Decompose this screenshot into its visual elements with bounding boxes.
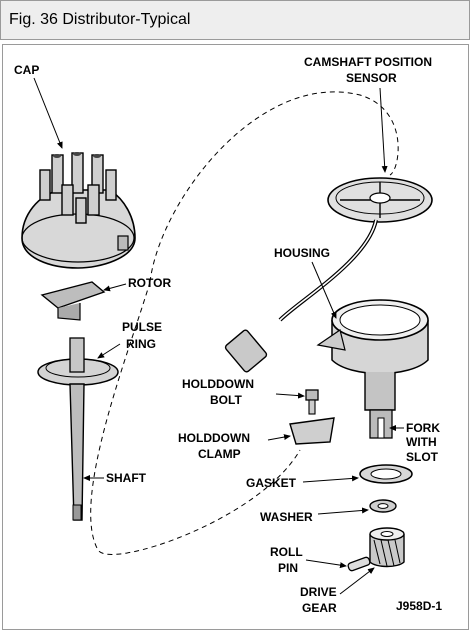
gasket-leader [302, 475, 359, 483]
camshaft-position-sensor [278, 177, 433, 322]
label-drive-gear-line2: GEAR [302, 601, 337, 615]
washer [369, 499, 397, 513]
drive-gear [369, 527, 405, 568]
label-holddown-bolt-line2: BOLT [210, 393, 242, 407]
label-shaft: SHAFT [106, 471, 147, 485]
label-roll-pin-line2: PIN [278, 561, 298, 575]
figure-caption: Fig. 36 Distributor-Typical [9, 11, 191, 28]
drive-gear-leader [339, 567, 375, 595]
label-camshaft-sensor-line1: CAMSHAFT POSITION [304, 55, 432, 69]
label-fork-line2: WITH [406, 435, 437, 449]
holddown-clamp-leader [267, 434, 291, 441]
label-washer: WASHER [260, 510, 313, 524]
assembly-dashed-line [90, 91, 399, 555]
label-holddown-bolt-line1: HOLDDOWN [182, 377, 254, 391]
sensor-connector [224, 329, 268, 373]
label-roll-pin-line1: ROLL [270, 545, 303, 559]
label-pulse-ring-line2: RING [126, 337, 156, 351]
label-holddown-clamp-line2: CLAMP [198, 447, 241, 461]
shaft [69, 383, 85, 521]
holddown-clamp [289, 417, 335, 445]
pulse-ring [37, 337, 119, 386]
gasket [359, 464, 413, 484]
label-drive-gear-line1: DRIVE [300, 585, 337, 599]
figure-code: J958D-1 [396, 599, 442, 613]
rotor [40, 281, 106, 321]
holddown-bolt [305, 389, 319, 415]
label-gasket: GASKET [246, 476, 297, 490]
distributor-cap [21, 152, 136, 269]
holddown-bolt-leader [275, 392, 305, 399]
label-fork-line3: SLOT [406, 450, 439, 464]
label-fork-line1: FORK [406, 421, 440, 435]
figure-caption-bar: Fig. 36 Distributor-Typical [0, 0, 470, 40]
label-rotor: ROTOR [128, 276, 171, 290]
roll-pin-leader [305, 559, 347, 569]
label-housing: HOUSING [274, 246, 330, 260]
housing-leader [311, 261, 337, 319]
label-cap: CAP [14, 63, 39, 77]
washer-leader [317, 507, 369, 515]
distributor-housing [316, 299, 429, 439]
pulse-ring-leader [97, 343, 121, 359]
label-pulse-ring-line1: PULSE [122, 320, 162, 334]
sensor-leader [379, 87, 388, 173]
roll-pin [347, 556, 371, 572]
cap-leader [33, 77, 63, 149]
rotor-leader [103, 283, 127, 292]
label-camshaft-sensor-line2: SENSOR [346, 71, 397, 85]
label-holddown-clamp-line1: HOLDDOWN [178, 431, 250, 445]
